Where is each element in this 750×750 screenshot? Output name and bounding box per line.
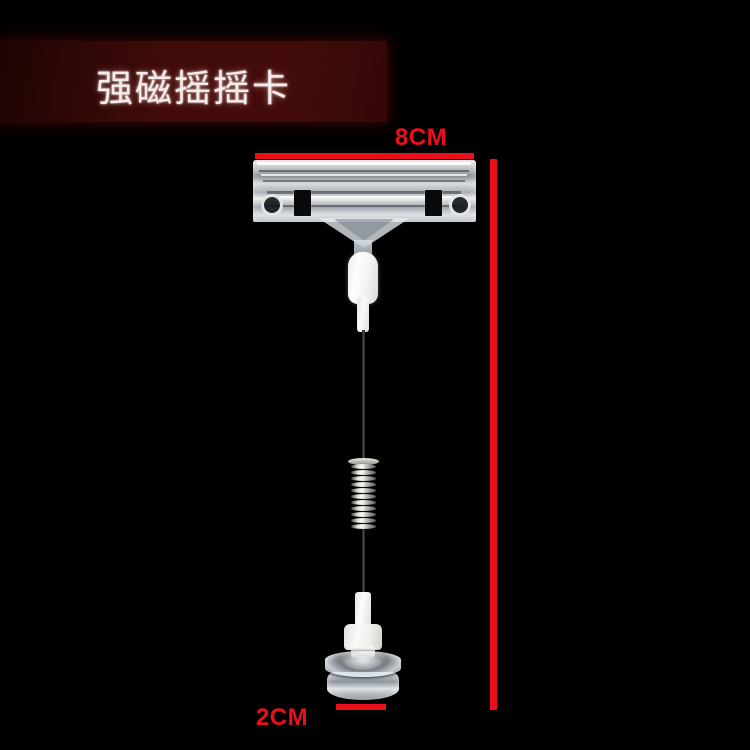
magnet-core: [345, 655, 381, 670]
width-measure-bar: [255, 153, 474, 159]
wire-lower: [362, 524, 365, 594]
page-title: 强磁摇摇卡: [96, 68, 291, 109]
depth-measure-bar: [336, 704, 386, 710]
title-banner: [0, 41, 387, 122]
connector-body: [344, 624, 382, 650]
depth-measure-label: 2CM: [255, 704, 309, 731]
swivel-stem: [357, 298, 369, 332]
clip-pivot-left: [261, 194, 283, 216]
spring-coil: [351, 458, 376, 529]
width-measure-label: 8CM: [394, 124, 448, 151]
connector-stem: [355, 592, 371, 632]
clip-slot-right: [425, 190, 442, 216]
clip-slot-left: [294, 190, 311, 216]
swivel-joint: [348, 252, 378, 304]
length-measure-bar: [490, 159, 497, 710]
clip-pivot-right: [449, 194, 471, 216]
clip-head: [253, 160, 476, 222]
spring-cap: [348, 458, 379, 465]
clip-taper-inner: [334, 219, 394, 241]
wire-upper: [362, 330, 365, 460]
